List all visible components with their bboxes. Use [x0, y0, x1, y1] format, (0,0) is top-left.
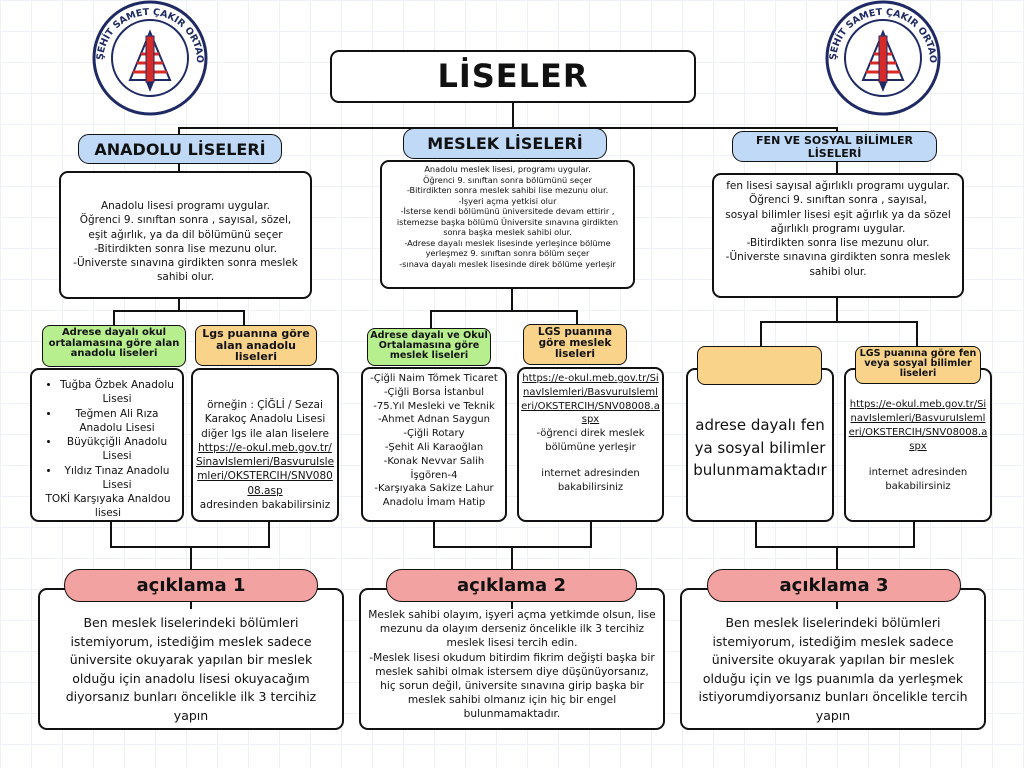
list-item: Teğmen Ali Rıza Anadolu Lisesi [60, 407, 174, 436]
list-lgs-anadolu: örneğin : ÇİĞLİ / Sezai Karakoç Anadolu … [191, 368, 339, 522]
description-anadolu: Anadolu lisesi programı uygular. Öğrenci… [59, 171, 312, 299]
eokul-link[interactable]: https://e-okul.meb.gov.tr/SinavIslemleri… [848, 399, 988, 452]
tag-lgs-anadolu: Lgs puanına göre alan anadolu liseleri [195, 325, 317, 366]
page-title: LİSELER [330, 50, 696, 103]
description-meslek: Anadolu meslek lisesi, programı uygular.… [380, 160, 635, 289]
explanation-title-1: açıklama 1 [64, 569, 318, 602]
description-fen-sosyal: fen lisesi sayısal ağırlıklı programı uy… [712, 173, 964, 298]
description-line: -Adrese dayalı meslek lisesinde yerleşin… [404, 237, 611, 259]
list-lgs-fen: https://e-okul.meb.gov.tr/SinavIslemleri… [844, 368, 992, 522]
description-line: Öğrenci 9. sınıftan sonra , sayısal, [748, 194, 928, 207]
lgs-note-end: internet adresinden bakabilirsiniz [868, 467, 968, 492]
list-address-anadolu: Tuğba Özbek Anadolu Lisesi Teğmen Ali Rı… [30, 368, 184, 522]
tag-address-based-meslek: Adrese dayalı ve Okul Ortalamasına göre … [367, 328, 491, 366]
description-line: -İşyeri açma yetkisi olur [458, 195, 557, 206]
description-line: Anadolu lisesi programı uygular. [100, 200, 271, 212]
lgs-note: -öğrenci direk meslek bölümüne yerleşir [536, 428, 645, 453]
description-line: -Bitirdikten sonra lise mezunu olur. [746, 237, 930, 250]
explanation-box-2: Meslek sahibi olayım, işyeri açma yetkim… [359, 588, 665, 730]
explanation-text-2a: Meslek sahibi olayım, işyeri açma yetkim… [368, 609, 656, 650]
description-line: -İsterse kendi bölümünü üniversitede dev… [396, 206, 619, 237]
list-item: Tuğba Özbek Anadolu Lisesi [60, 378, 174, 407]
explanation-text-3: Ben meslek liselerindeki bölümleri istem… [698, 615, 968, 723]
explanation-title-3: açıklama 3 [707, 569, 961, 602]
list-item: -Çiğli Borsa İstanbul [383, 386, 485, 398]
list-item: -Ahmet Adnan Saygun [378, 414, 490, 426]
address-fen-note: adrese dayalı fen ya sosyal bilimler bul… [693, 416, 827, 479]
list-lgs-meslek: https://e-okul.meb.gov.tr/SinavIslemleri… [517, 367, 664, 522]
description-line: -Bitirdikten sonra lise mezunu olur. [94, 242, 277, 255]
header-meslek: MESLEK LİSELERİ [403, 128, 607, 159]
tag-lgs-fen: LGS puanına göre fen veya sosyal bilimle… [855, 346, 981, 384]
list-item: -Çiğli Naim Tömek Ticaret [370, 373, 498, 384]
list-address-meslek: -Çiğli Naim Tömek Ticaret -Çiğli Borsa İ… [361, 367, 507, 522]
tag-address-based-anadolu: Adrese dayalı okul ortalamasına göre ala… [42, 325, 186, 367]
address-fen-note-box: adrese dayalı fen ya sosyal bilimler bul… [686, 368, 834, 522]
description-line: -Bitirdikten sonra meslek sahibi lise me… [406, 185, 609, 195]
list-item: Büyükçiğli Anadolu Lisesi [60, 435, 174, 464]
tag-address-based-fen [697, 346, 822, 385]
explanation-text-2b: -Meslek lisesi okudum bitirdim fikrim de… [369, 651, 655, 721]
list-item: Yıldız Tınaz Anadolu Lisesi [60, 464, 174, 493]
list-item: -Konak Nevvar Salih İşgören-4 [383, 455, 485, 481]
description-line: Öğrenci 9. sınıftan sonra bölümünü seçer [422, 174, 593, 185]
school-logo-left: ÇİĞLİ ŞEHİT SAMET ÇAKIR ORTAOKULU [85, 0, 208, 116]
description-line: sosyal bilimler lisesi eşit ağırlık ya d… [725, 208, 951, 235]
list-item: -Çiğli Rotary [403, 428, 465, 440]
explanation-text-1: Ben meslek liselerindeki bölümleri istem… [65, 615, 317, 723]
lgs-note-end: internet adresinden bakabilirsiniz [541, 467, 640, 493]
description-line: -Üniverste sınavına girdikten sonra mesl… [73, 257, 298, 284]
list-item: -75.Yıl Mesleki ve Teknik [373, 400, 495, 412]
description-line: -sınava dayalı meslek lisesinde direk bö… [399, 258, 616, 269]
pencil-triangle-icon [861, 29, 905, 92]
header-fen-sosyal: FEN VE SOSYAL BİLİMLER LİSELERİ [732, 131, 937, 162]
description-line: -Üniverste sınavına girdikten sonra mesl… [725, 251, 951, 278]
list-item-extra: TOKİ Karşıyaka Analdou lisesi [45, 493, 171, 520]
explanation-box-3: Ben meslek liselerindeki bölümleri istem… [680, 588, 986, 730]
list-item: -Şehit Ali Karaoğlan [384, 441, 484, 453]
list-item: -Karşıyaka Sakize Lahur Anadolu İmam Hat… [374, 483, 494, 509]
description-line: Anadolu meslek lisesi, programı uygular. [424, 164, 591, 174]
lgs-note: örneğin : ÇİĞLİ / Sezai Karakoç Anadolu … [201, 399, 329, 440]
description-line: fen lisesi sayısal ağırlıklı programı uy… [726, 180, 950, 192]
eokul-link[interactable]: https://e-okul.meb.gov.tr/SinavIslemleri… [195, 441, 335, 497]
eokul-link[interactable]: https://e-okul.meb.gov.tr/SinavIslemleri… [521, 373, 660, 426]
pencil-triangle-icon [128, 29, 172, 92]
explanation-box-1: Ben meslek liselerindeki bölümleri istem… [38, 588, 344, 730]
header-anadolu: ANADOLU LİSELERİ [78, 134, 282, 164]
lgs-note-end: adresinden bakabilirsiniz [199, 498, 331, 511]
school-logo-right: ÇİĞLİ ŞEHİT SAMET ÇAKIR ORTAOKULU [818, 0, 941, 116]
description-line: Öğrenci 9. sınıftan sonra , sayısal, söz… [79, 214, 292, 241]
tag-lgs-meslek: LGS puanına göre meslek liseleri [523, 324, 627, 365]
explanation-title-2: açıklama 2 [386, 569, 637, 602]
